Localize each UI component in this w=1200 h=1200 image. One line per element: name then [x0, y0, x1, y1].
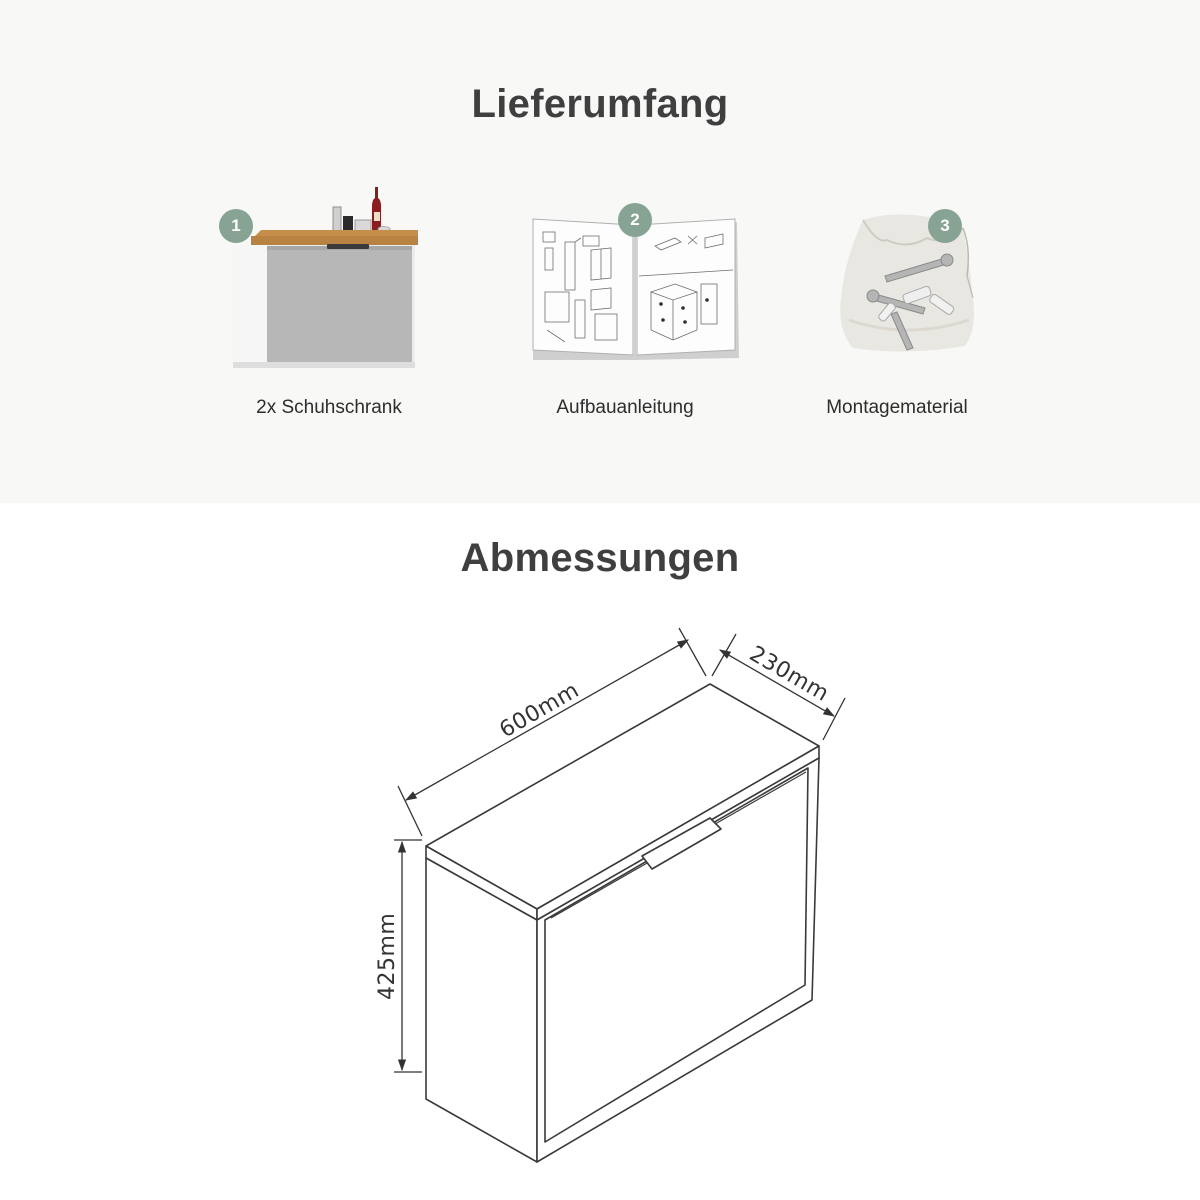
delivery-item-shoe-cabinet: 1 2x Schuhschrank — [189, 180, 469, 430]
assembly-manual-image — [532, 218, 739, 360]
height-dimension-label: 425mm — [375, 913, 400, 1000]
delivery-item-assembly-manual: 2 Aufbauanleitung — [485, 180, 765, 430]
item-label: Aufbauanleitung — [556, 397, 694, 418]
item-label: 2x Schuhschrank — [256, 397, 402, 418]
dimensions-title: Abmessungen — [460, 536, 740, 580]
item-label: Montagematerial — [826, 397, 968, 418]
depth-dimension-label: 230mm — [745, 642, 833, 707]
delivery-section: Lieferumfang 1 2x Schuhschrank — [0, 0, 1200, 503]
mounting-material-bag-image — [840, 214, 974, 352]
item-number-badge: 2 — [618, 203, 652, 237]
item-number-badge: 1 — [219, 209, 253, 243]
item-number-badge: 3 — [928, 209, 962, 243]
delivery-item-mounting-material: 3 Montagematerial — [757, 180, 1037, 430]
shoe-cabinet-image — [233, 187, 418, 368]
delivery-title: Lieferumfang — [471, 82, 729, 126]
width-dimension-label: 600mm — [496, 678, 584, 743]
